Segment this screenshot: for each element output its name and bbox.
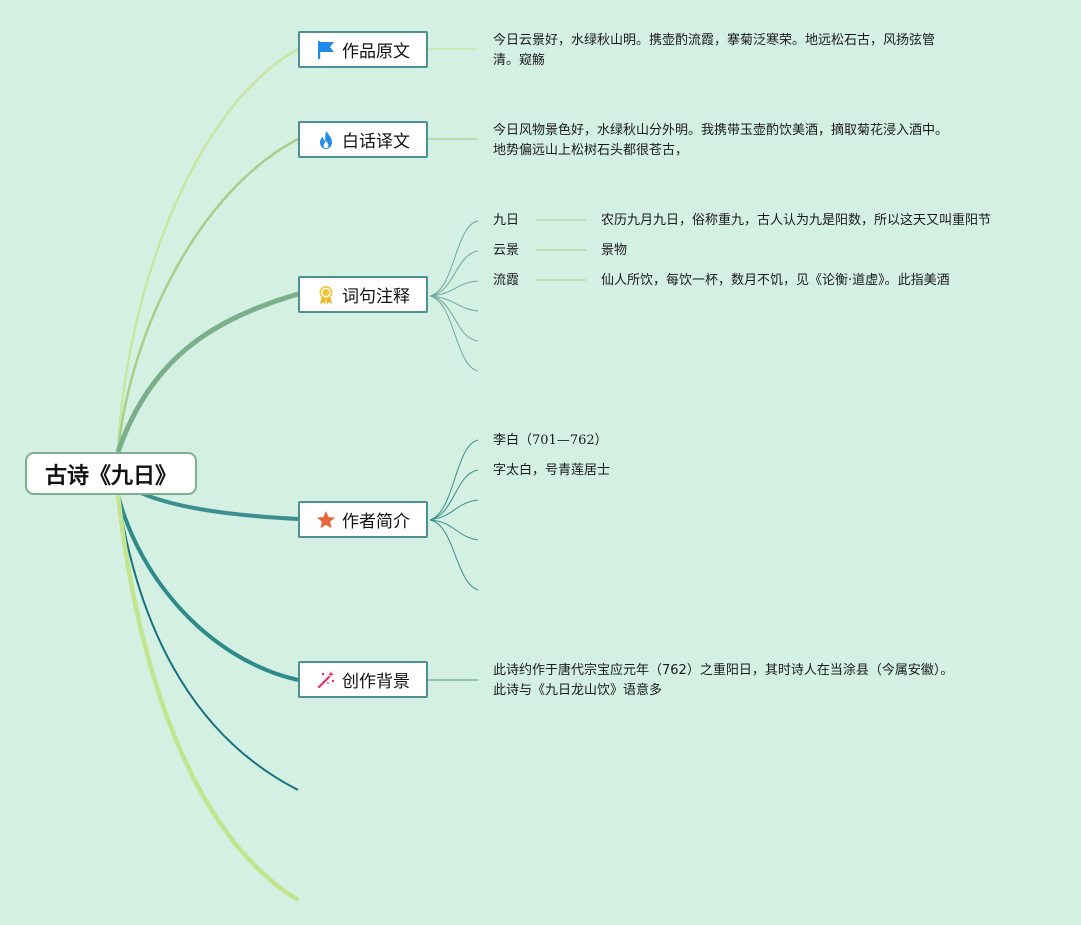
root-node[interactable]: 古诗《九日》 — [25, 452, 197, 495]
translation-line-2: 地势偏远山上松树石头都很苍古， — [493, 143, 689, 158]
original-text-line-1: 今日云景好，水绿秋山明。携壶酌流霞，搴菊泛寒荣。地远松石古，风扬弦管 — [493, 33, 936, 48]
note-term-3: 流霞 — [493, 273, 520, 288]
author-fan — [429, 439, 479, 591]
branch-empty-2 — [115, 494, 300, 902]
flag-icon — [316, 40, 336, 60]
topic-label: 作者简介 — [342, 512, 410, 532]
topic-annotations[interactable]: 词句注释 — [298, 276, 428, 313]
note-meaning-3: 仙人所饮，每饮一杯，数月不饥，见《论衡·道虚》。此指美酒 — [601, 273, 950, 288]
note-meaning-1: 农历九月九日，俗称重九，古人认为九是阳数，所以这天又叫重阳节 — [601, 213, 992, 228]
topic-label: 创作背景 — [342, 672, 410, 692]
topic-label: 作品原文 — [342, 42, 410, 62]
topic-label: 词句注释 — [342, 287, 410, 307]
flame-icon — [316, 130, 336, 150]
branch-empty-1 — [117, 494, 299, 791]
note-meaning-2: 景物 — [601, 243, 628, 258]
notes-fan — [429, 220, 479, 372]
topic-author[interactable]: 作者简介 — [298, 501, 428, 538]
topic-label: 白话译文 — [342, 132, 410, 152]
background-line-1: 此诗约作于唐代宗宝应元年（762）之重阳日，其时诗人在当涂县（今属安徽）。 — [493, 663, 954, 678]
note-term-connectors — [536, 219, 586, 281]
topic-original-text[interactable]: 作品原文 — [298, 31, 428, 68]
note-term-1: 九日 — [493, 213, 520, 228]
star-icon — [316, 510, 336, 530]
award-ribbon-icon — [316, 285, 336, 305]
author-style-name: 字太白，号青莲居士 — [493, 463, 611, 478]
magic-wand-icon — [316, 670, 336, 690]
original-text-line-2: 清。窥觞 — [493, 53, 546, 68]
translation-line-1: 今日风物景色好，水绿秋山分外明。我携带玉壶酌饮美酒，摘取菊花浸入酒中。 — [493, 123, 949, 138]
author-name-years: 李白（701—762） — [493, 433, 608, 448]
note-term-2: 云景 — [493, 243, 520, 258]
branch-translation — [116, 137, 299, 453]
topic-background[interactable]: 创作背景 — [298, 661, 428, 698]
branch-original — [116, 47, 299, 453]
topic-translation[interactable]: 白话译文 — [298, 121, 428, 158]
root-title: 古诗《九日》 — [44, 463, 177, 489]
branch-background — [116, 494, 299, 682]
branch-notes — [115, 291, 299, 453]
background-line-2: 此诗与《九日龙山饮》语意多 — [493, 683, 663, 698]
